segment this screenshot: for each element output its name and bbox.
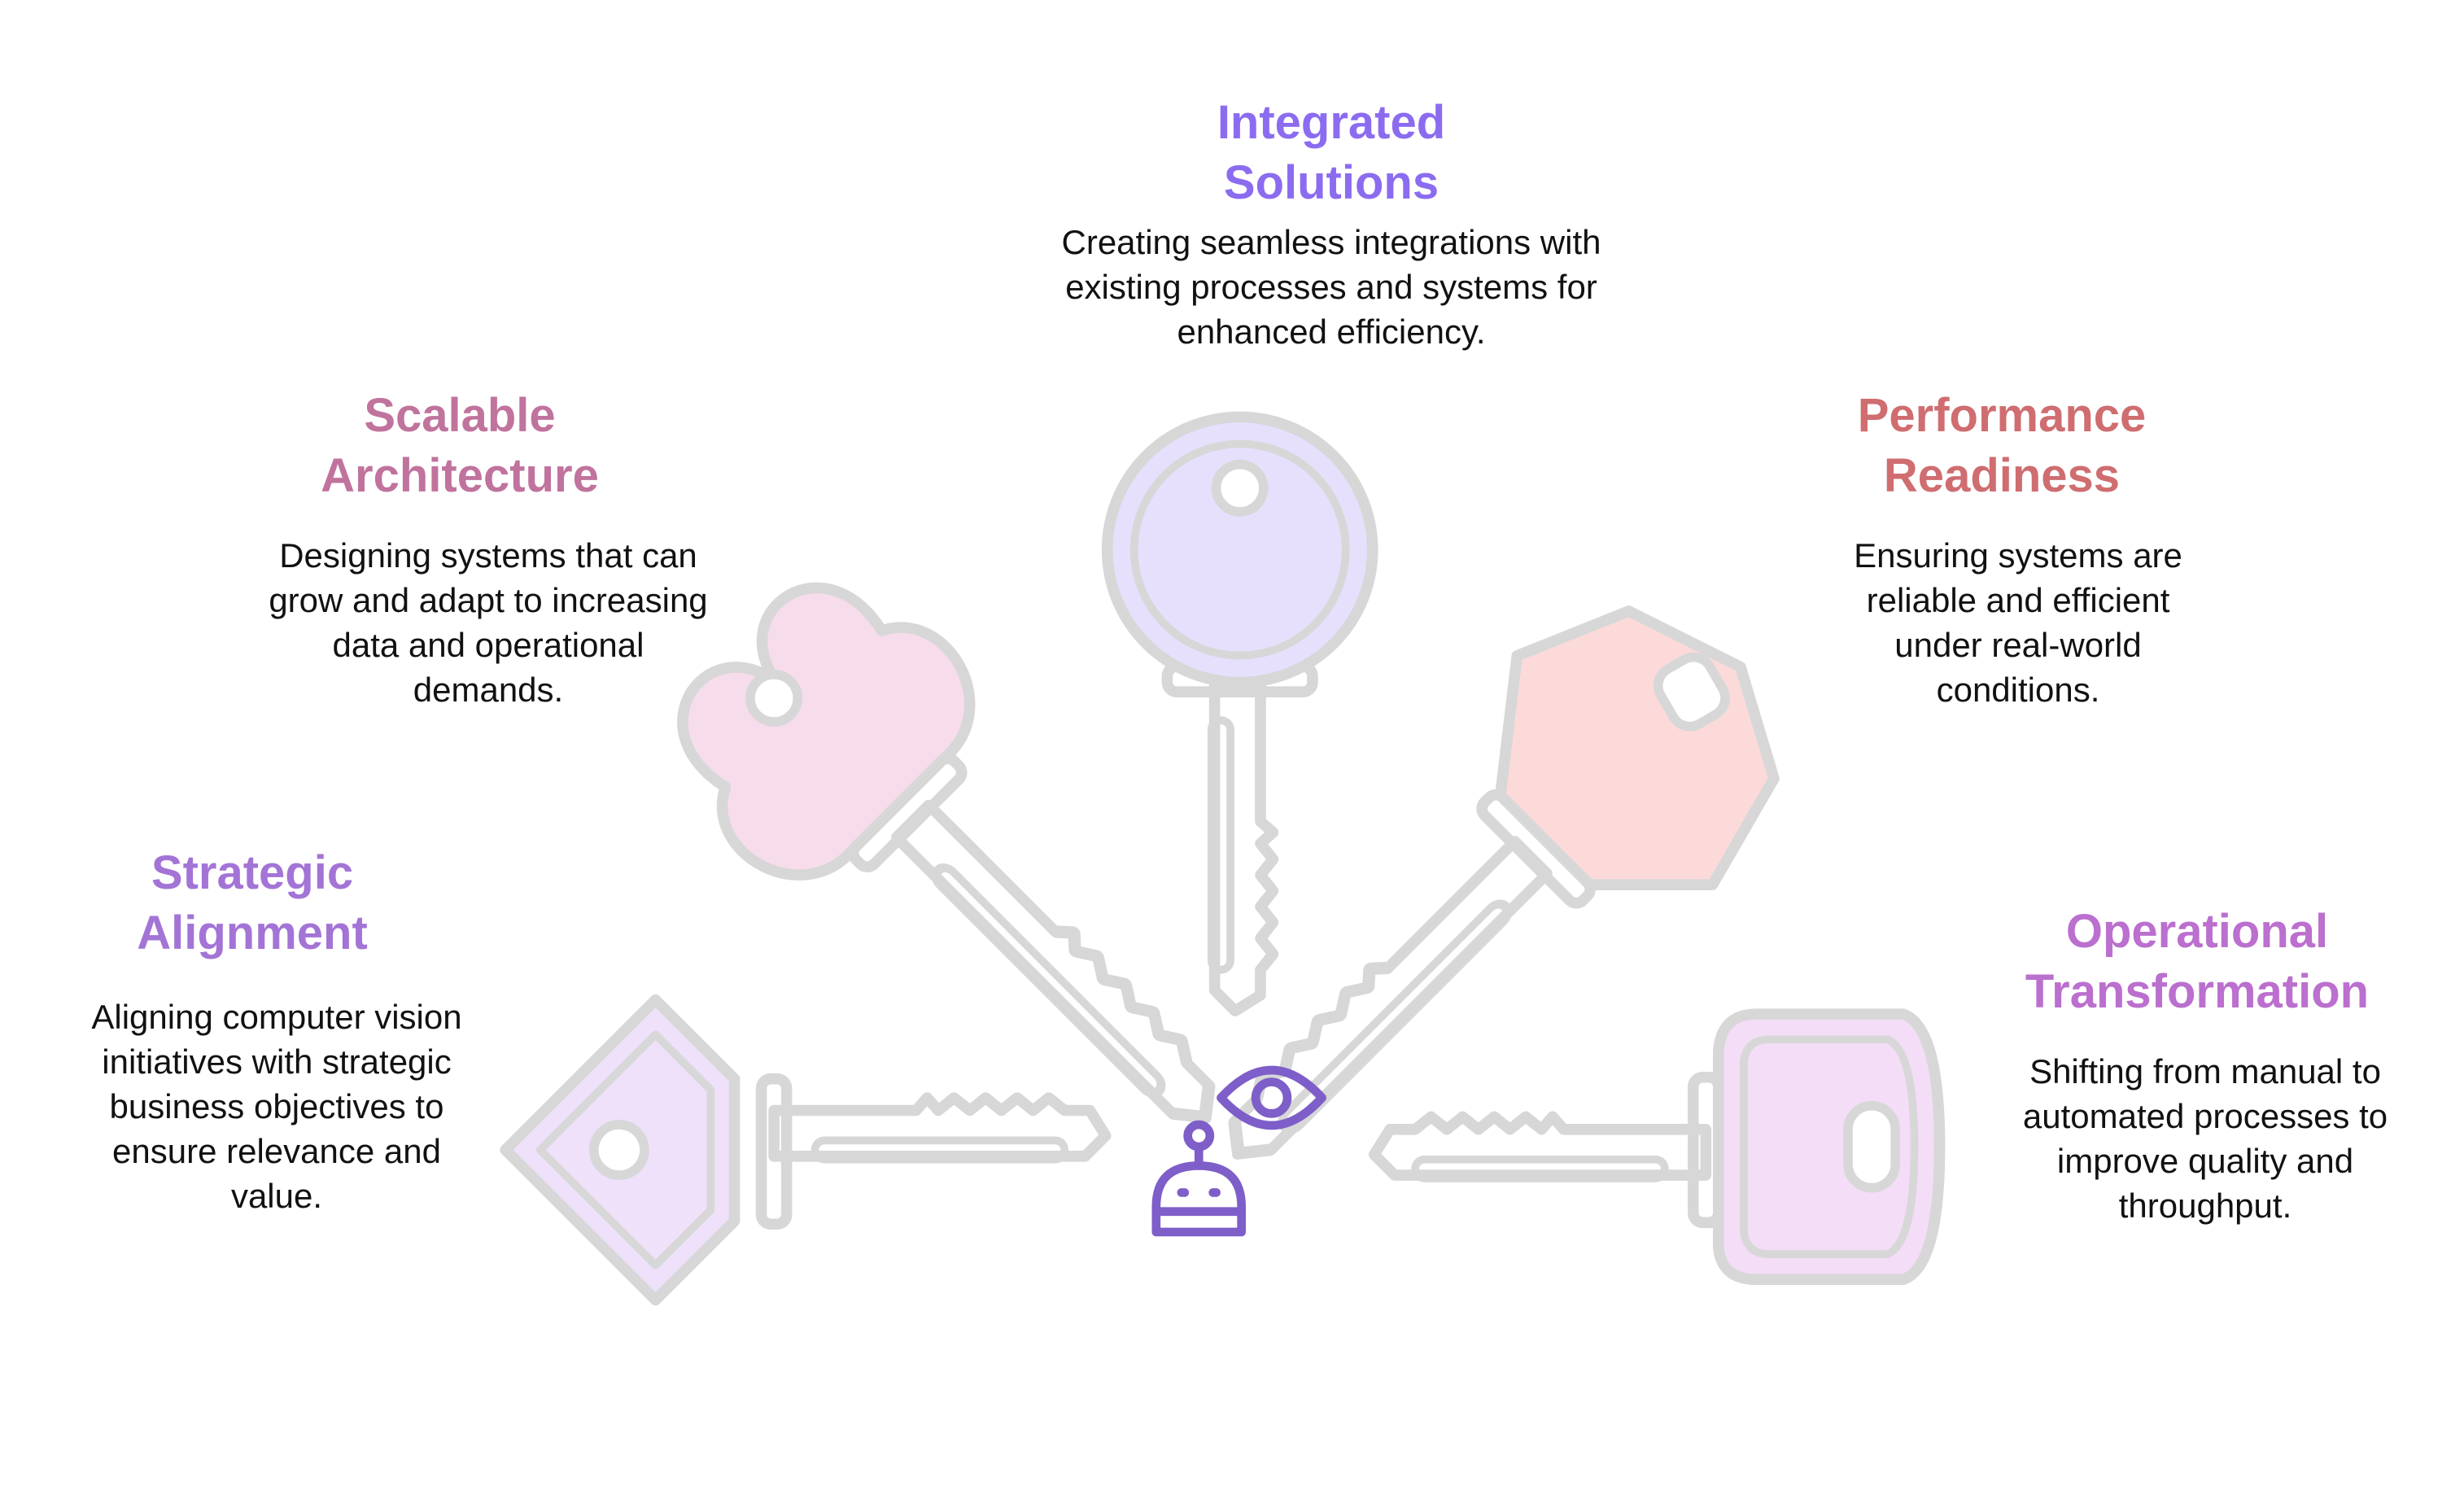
integrated-key-hole (1211, 459, 1269, 517)
performance-key-bow (1494, 605, 1780, 890)
operational-key-bow (1713, 1008, 1946, 1285)
scalable-title: Scalable Architecture (321, 389, 599, 502)
integrated-section: Integrated Solutions Creating seamless i… (998, 93, 1665, 354)
operational-title: Operational Transformation (2025, 905, 2370, 1018)
strategic-description-block: Aligning computer vision initiatives wit… (41, 994, 513, 1218)
performance-description-block: Ensuring systems are reliable and effici… (1782, 533, 2254, 712)
scalable-key (677, 582, 1311, 1216)
eye-icon (1217, 1065, 1326, 1130)
operational-key-hole (1843, 1100, 1901, 1193)
scalable-description: Designing systems that can grow and adap… (269, 536, 708, 709)
performance-key-hole (1653, 652, 1730, 732)
operational-description: Shifting from manual to automated proces… (2022, 1052, 2388, 1225)
integrated-key-bow (1101, 411, 1378, 688)
operational-key (1374, 1008, 1946, 1285)
performance-description: Ensuring systems are reliable and effici… (1854, 536, 2182, 709)
integrated-key (1101, 411, 1378, 1011)
scalable-title-block: Scalable Architecture (244, 386, 675, 506)
strategic-key-hole (589, 1120, 649, 1180)
strategic-title: Strategic Alignment (137, 846, 368, 959)
strategic-title-block: Strategic Alignment (49, 843, 456, 964)
scalable-description-block: Designing systems that can grow and adap… (236, 533, 741, 712)
strategic-key (500, 994, 1106, 1306)
integrated-description: Creating seamless integrations with exis… (1061, 223, 1601, 351)
strategic-description: Aligning computer vision initiatives wit… (91, 998, 462, 1215)
scalable-key-hole (745, 669, 803, 727)
operational-title-block: Operational Transformation (1969, 902, 2425, 1022)
operational-description-block: Shifting from manual to automated proces… (1961, 1049, 2449, 1228)
performance-title: Performance Readiness (1857, 389, 2147, 502)
performance-title-block: Performance Readiness (1774, 386, 2230, 506)
robot-icon (1151, 1120, 1246, 1237)
integrated-title: Integrated Solutions (1217, 96, 1446, 209)
